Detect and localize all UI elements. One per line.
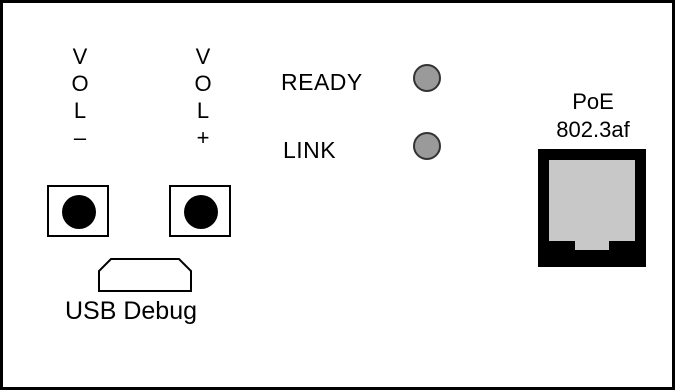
- vol-minus-button-knob: [62, 195, 96, 229]
- ready-led: [413, 64, 441, 92]
- vol-minus-label: V O L –: [60, 43, 100, 151]
- vol-plus-sign: +: [196, 125, 210, 150]
- ready-label: READY: [281, 69, 363, 95]
- vol-minus-letter-l: L: [73, 98, 87, 123]
- link-label: LINK: [283, 137, 337, 163]
- ethernet-port-icon[interactable]: [538, 149, 646, 267]
- vol-minus-letter-v: V: [72, 44, 88, 69]
- vol-minus-sign: –: [73, 125, 87, 150]
- vol-minus-letter-o: O: [71, 71, 89, 96]
- usb-port-icon[interactable]: [97, 253, 193, 293]
- vol-plus-button-knob: [184, 195, 218, 229]
- vol-plus-letter-v: V: [195, 44, 211, 69]
- vol-minus-button[interactable]: [47, 185, 109, 237]
- poe-standard-label: 802.3af: [556, 117, 630, 142]
- vol-plus-label: V O L +: [183, 43, 223, 151]
- poe-label: PoE: [572, 89, 614, 114]
- usb-debug-label: USB Debug: [65, 297, 198, 325]
- link-led: [413, 132, 441, 160]
- vol-plus-letter-o: O: [194, 71, 212, 96]
- vol-plus-button[interactable]: [169, 185, 231, 237]
- vol-plus-letter-l: L: [196, 98, 210, 123]
